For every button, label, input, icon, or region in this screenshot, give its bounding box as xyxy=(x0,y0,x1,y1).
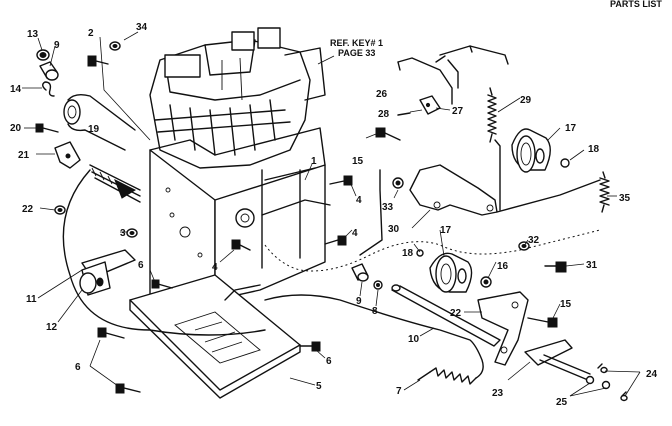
callout-28: 28 xyxy=(378,109,390,120)
part-22-lever xyxy=(477,291,529,366)
leader-lines xyxy=(22,31,641,397)
callout-4-mid: 4 xyxy=(352,228,358,239)
part-22-washer xyxy=(54,205,66,215)
callout-35: 35 xyxy=(619,193,631,204)
callout-24: 24 xyxy=(646,369,658,380)
callout-30: 30 xyxy=(388,224,400,235)
part-10-shaft xyxy=(391,284,501,347)
callout-26: 26 xyxy=(376,89,388,100)
callout-27: 27 xyxy=(452,106,464,117)
part-6-bolt-lower-b xyxy=(115,383,141,394)
part-26-control-rod xyxy=(397,45,509,105)
callout-labels: 1 2 3 4 4 4 5 6 6 6 7 8 9 9 10 11 12 13 … xyxy=(10,22,658,408)
part-28-pin xyxy=(397,112,411,116)
callout-18-lower: 18 xyxy=(402,248,414,259)
callout-2: 2 xyxy=(88,28,94,39)
part-4-bolt-left xyxy=(231,239,251,251)
part-20-bolt xyxy=(35,123,59,133)
callout-8: 8 xyxy=(372,306,378,317)
callout-25: 25 xyxy=(556,397,568,408)
part-15-bolt-lower xyxy=(527,317,558,328)
callout-1: 1 xyxy=(311,156,317,167)
callout-17-lower: 17 xyxy=(440,225,452,236)
part-27-bracket xyxy=(419,95,441,115)
bottom-plate xyxy=(129,274,301,399)
callout-3: 3 xyxy=(120,228,126,239)
callout-6-right: 6 xyxy=(326,356,332,367)
header-corner-text: PARTS LIST xyxy=(610,0,662,9)
part-15-bolt-upper xyxy=(375,127,401,141)
part-16-washer xyxy=(480,276,492,288)
part-32-washer xyxy=(518,241,530,251)
part-31-bolt xyxy=(544,261,567,273)
callout-4-left: 4 xyxy=(212,262,218,273)
part-6-bolt-right xyxy=(299,341,321,352)
callout-11: 11 xyxy=(26,294,37,305)
callout-17-upper: 17 xyxy=(565,123,577,134)
part-23-lever xyxy=(524,339,591,381)
belt-guide xyxy=(89,164,141,203)
callout-20: 20 xyxy=(10,123,22,134)
part-21-bracket xyxy=(54,141,81,169)
part-6-bolt-mid xyxy=(151,279,173,289)
part-34-nut xyxy=(109,41,121,51)
part-14-clip xyxy=(42,81,55,97)
callout-21: 21 xyxy=(18,150,30,161)
part-24-pins xyxy=(597,363,628,402)
callout-6-mid: 6 xyxy=(138,260,144,271)
callout-14: 14 xyxy=(10,84,22,95)
part-17-pulley-upper xyxy=(511,128,551,173)
part-18-washer-upper xyxy=(560,158,570,168)
callout-29: 29 xyxy=(520,95,532,106)
part-4-bolt-upper xyxy=(329,175,353,186)
callout-32: 32 xyxy=(528,235,540,246)
callout-22-right: 22 xyxy=(450,308,462,319)
callout-23: 23 xyxy=(492,388,504,399)
callout-10: 10 xyxy=(408,334,420,345)
callout-33: 33 xyxy=(382,202,394,213)
callout-31: 31 xyxy=(586,260,598,271)
callout-6-lower: 6 xyxy=(75,362,81,373)
part-9-bushing-center xyxy=(351,263,369,282)
callout-13: 13 xyxy=(27,29,39,40)
callout-7: 7 xyxy=(396,386,402,397)
part-11-arm xyxy=(79,249,136,296)
callout-22-left: 22 xyxy=(22,204,34,215)
part-29-spring xyxy=(487,87,497,143)
drive-belt xyxy=(62,169,266,336)
callout-12: 12 xyxy=(46,322,58,333)
callout-15-upper: 15 xyxy=(352,156,364,167)
part-25-washers xyxy=(585,375,611,390)
callout-4-upper: 4 xyxy=(356,195,362,206)
part-19-pulley xyxy=(63,93,136,151)
part-13-washer xyxy=(36,49,50,61)
callout-16: 16 xyxy=(497,261,509,272)
part-6-bolt-lower-a xyxy=(97,327,125,339)
part-18-washer-lower xyxy=(416,249,424,257)
callout-19: 19 xyxy=(88,124,100,135)
idler-bracket xyxy=(409,139,501,216)
part-7-spring xyxy=(264,294,484,385)
part-2-bolt xyxy=(87,55,109,67)
part-17-pulley-lower xyxy=(429,252,473,293)
callout-15-lower: 15 xyxy=(560,299,572,310)
part-3-washer xyxy=(126,228,138,238)
reference-line-2: PAGE 33 xyxy=(338,48,375,58)
part-35-spring xyxy=(496,171,610,213)
callout-9-top: 9 xyxy=(54,40,60,51)
part-33-washer xyxy=(392,177,404,189)
callout-34: 34 xyxy=(136,22,148,33)
engine-assembly xyxy=(149,27,326,169)
part-9-bushing-top xyxy=(39,61,59,81)
callout-18-upper: 18 xyxy=(588,144,600,155)
part-8-washer xyxy=(373,280,383,290)
part-4-bolt-mid xyxy=(324,235,347,246)
reference-line-1: REF. KEY# 1 xyxy=(330,38,383,48)
callout-5: 5 xyxy=(316,381,322,392)
callout-9-center: 9 xyxy=(356,296,362,307)
part-30-link xyxy=(359,169,383,256)
